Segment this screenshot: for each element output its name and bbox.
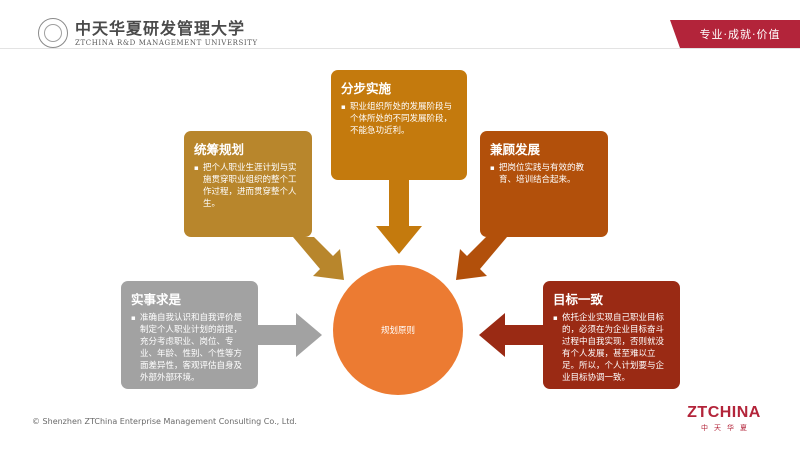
- principle-box-seek-truth: 实事求是 准确自我认识和自我评价是制定个人职业计划的前提，充分考虑职业、岗位、专…: [121, 281, 258, 389]
- arrow-top-left: [293, 237, 344, 280]
- center-label: 规划原则: [380, 326, 415, 336]
- principle-title: 统筹规划: [194, 142, 245, 157]
- company-logo: 中天华夏研发管理大学 ZTCHINA R&D MANAGEMENT UNIVER…: [38, 18, 258, 48]
- arrow-left: [258, 313, 322, 357]
- principle-title: 实事求是: [131, 292, 182, 307]
- principle-box-step-by-step: 分步实施 职业组织所处的发展阶段与个体所处的不同发展阶段，不能急功近利。: [331, 70, 467, 180]
- principle-box-overall-planning: 统筹规划 把个人职业生涯计划与实施贯穿职业组织的整个工作过程，进而贯穿整个人生。: [184, 131, 312, 237]
- center-circle: 规划原则: [333, 265, 463, 395]
- principle-text: 把个人职业生涯计划与实施贯穿职业组织的整个工作过程，进而贯穿整个人生。: [194, 162, 302, 210]
- copyright-text: © Shenzhen ZTChina Enterprise Management…: [32, 417, 297, 426]
- principle-box-balanced-development: 兼顾发展 把岗位实践与有效的教育、培训结合起来。: [480, 131, 608, 237]
- brand-name: ZTCHINA: [687, 404, 761, 421]
- logo-chinese-name: 中天华夏研发管理大学: [75, 18, 246, 38]
- slogan-banner: 专业·成就·价值: [680, 20, 800, 48]
- principle-text: 把岗位实践与有效的教育、培训结合起来。: [490, 162, 598, 186]
- arrow-right: [479, 313, 543, 357]
- arrow-top: [376, 180, 422, 254]
- arrow-top-right: [456, 237, 507, 280]
- slogan-banner-corner: [670, 20, 680, 48]
- principle-title: 目标一致: [553, 292, 604, 307]
- logo-english-name: ZTCHINA R&D MANAGEMENT UNIVERSITY: [75, 38, 258, 47]
- header-divider: [0, 48, 800, 49]
- principle-title: 分步实施: [341, 81, 392, 96]
- principle-text: 准确自我认识和自我评价是制定个人职业计划的前提，充分考虑职业、岗位、专业、年龄、…: [131, 312, 248, 384]
- principle-box-goal-alignment: 目标一致 依托企业实现自己职业目标的，必须在为企业目标奋斗过程中自我实现，否则就…: [543, 281, 680, 389]
- principle-text: 依托企业实现自己职业目标的，必须在为企业目标奋斗过程中自我实现，否则就没有个人发…: [553, 312, 670, 384]
- principle-text: 职业组织所处的发展阶段与个体所处的不同发展阶段，不能急功近利。: [341, 101, 457, 137]
- principle-title: 兼顾发展: [490, 142, 541, 157]
- brand-chinese-name: 中天华夏: [701, 424, 753, 432]
- brand-logo: ZTCHINA 中天华夏: [674, 404, 774, 433]
- seal-icon: [38, 18, 68, 48]
